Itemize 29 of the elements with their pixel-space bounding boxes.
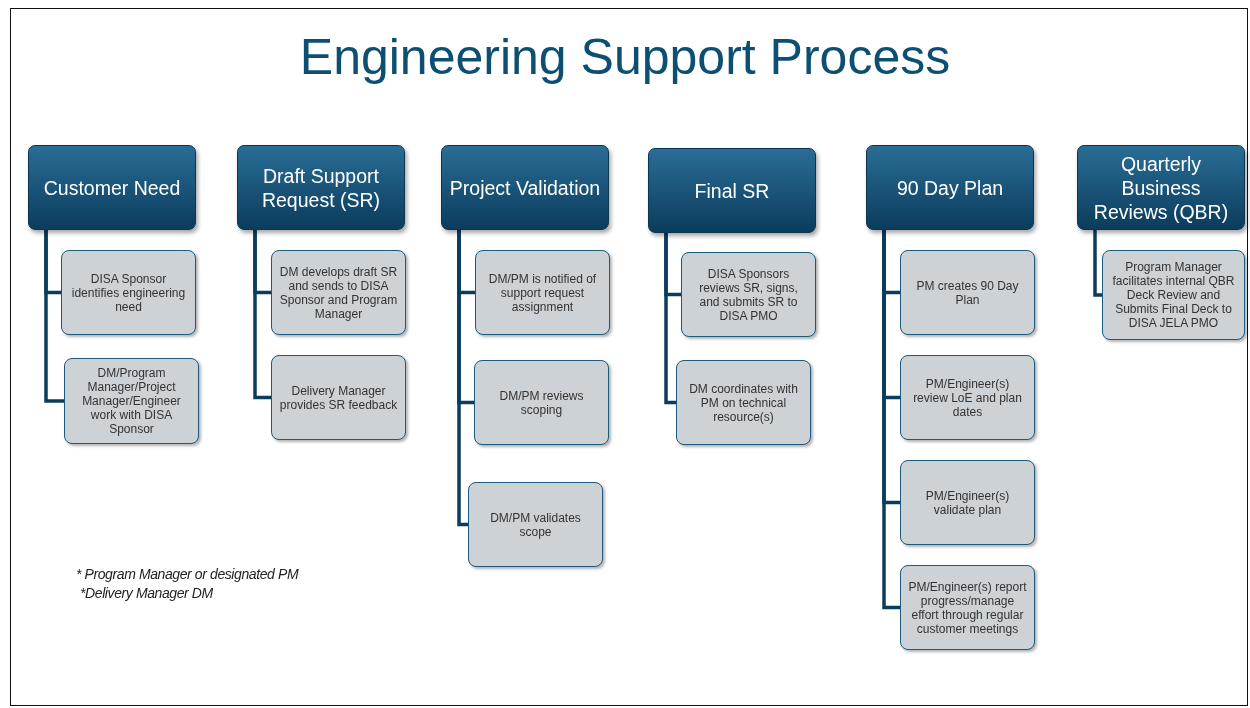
connector-line: [1093, 230, 1102, 297]
title: Engineering Support Process: [298, 28, 952, 86]
step-box: DISA Sponsors reviews SR, signs, and submits SR to DISA PMO: [681, 252, 816, 337]
footnote: * Program Manager or designated PM: [76, 566, 299, 582]
step-box: DM develops draft SR and sends to DISA Sponsor and Program Manager: [271, 250, 406, 335]
step-box: DM/PM is notified of support request assignment: [475, 250, 610, 335]
step-box: PM/Engineer(s) report progress/manage effort through regular customer meetings: [900, 565, 1035, 650]
stage-header-box: Final SR: [648, 148, 816, 233]
step-box: DM coordinates with PM on technical resource(s): [676, 360, 811, 445]
stage-header-box: 90 Day Plan: [866, 145, 1034, 230]
step-box: DM/PM reviews scoping: [474, 360, 609, 445]
connector-line: [882, 230, 900, 610]
step-box: Delivery Manager provides SR feedback: [271, 355, 406, 440]
connector-line: [253, 230, 271, 400]
step-box: PM/Engineer(s) validate plan: [900, 460, 1035, 545]
connector-line: [44, 230, 64, 403]
stage-header-box: Quarterly Business Reviews (QBR): [1077, 145, 1245, 230]
footnote: *Delivery Manager DM: [80, 585, 213, 601]
stage-header-box: Customer Need: [28, 145, 196, 230]
connector-line: [457, 230, 468, 527]
stage-header-box: Project Validation: [441, 145, 609, 230]
stage-header-box: Draft Support Request (SR): [237, 145, 405, 230]
step-box: DM/Program Manager/Project Manager/Engineer work with DISA Sponsor: [64, 358, 199, 444]
step-box: DISA Sponsor identifies engineering need: [61, 250, 196, 335]
step-box: PM creates 90 Day Plan: [900, 250, 1035, 335]
step-box: DM/PM validates scope: [468, 482, 603, 567]
connector-line: [664, 233, 676, 405]
step-box: PM/Engineer(s) review LoE and plan dates: [900, 355, 1035, 440]
step-box: Program Manager facilitates internal QBR Deck Review and Submits Final Deck to DISA JELA PMO: [1102, 250, 1245, 340]
